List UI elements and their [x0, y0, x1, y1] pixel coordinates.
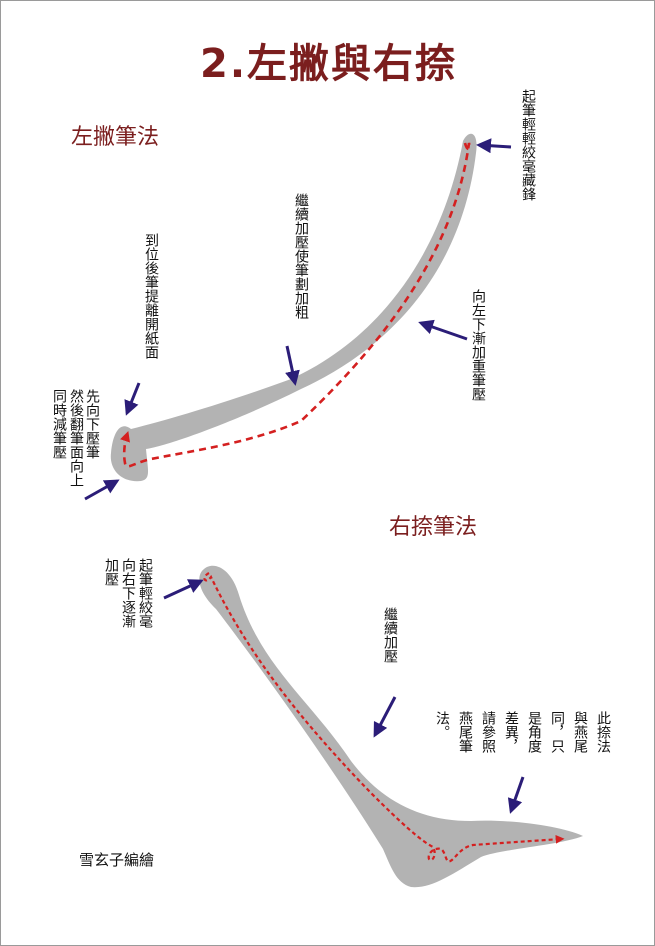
left-start-note: 起筆輕輕絞毫藏鋒	[520, 89, 536, 201]
page-title: 2.左撇與右捺	[199, 41, 458, 87]
arrow-continue-right	[373, 696, 397, 738]
arrow-start-right	[163, 579, 204, 600]
right-stroke-path	[203, 572, 565, 863]
right-start-note-line-2: 向右下逐漸	[120, 558, 136, 628]
right-compare-note-line-5: 差異，	[503, 711, 519, 753]
left-turn-note-line-1: 先向下壓筆	[84, 389, 100, 459]
arrow-lift-left	[124, 382, 141, 416]
arrow-turn-left	[84, 479, 120, 501]
right-continue-note: 繼續加壓	[382, 607, 398, 663]
right-compare-note-line-4: 是角度	[526, 711, 542, 753]
author-credit: 雪玄子編繪	[79, 851, 155, 869]
left-turn-note-line-2: 然後翻筆面向上	[68, 389, 84, 487]
left-lift-note: 到位後筆提離開紙面	[143, 233, 159, 359]
right-stroke-section-label: 右捺筆法	[389, 515, 478, 540]
left-stroke-shape	[110, 133, 477, 482]
right-start-note-line-1: 起筆輕絞毫	[137, 558, 153, 628]
right-compare-note-line-3: 同，只	[549, 711, 565, 753]
left-turn-note-line-3: 同時減筆壓	[51, 389, 67, 459]
right-compare-note-line-2: 與燕尾	[572, 711, 588, 753]
right-compare-note-line-7: 燕尾筆	[457, 711, 473, 753]
right-compare-note-line-1: 此捺法	[595, 711, 611, 753]
left-continue-note: 繼續加壓使筆劃加粗	[293, 193, 309, 319]
left-gradual-note: 向左下漸加重筆壓	[470, 289, 486, 401]
right-stroke-shape	[199, 565, 584, 888]
right-start-note-line-3: 加壓	[103, 558, 119, 586]
left-stroke-section-label: 左撇筆法	[71, 125, 160, 150]
arrow-gradual-left	[418, 319, 468, 341]
left-stroke-path	[120, 142, 471, 468]
arrow-continue-left	[285, 345, 300, 386]
arrow-compare-right	[507, 776, 525, 814]
arrow-start-left	[476, 138, 512, 154]
right-compare-note-line-6: 請參照	[480, 711, 496, 753]
right-compare-note-line-8: 法。	[434, 711, 450, 739]
